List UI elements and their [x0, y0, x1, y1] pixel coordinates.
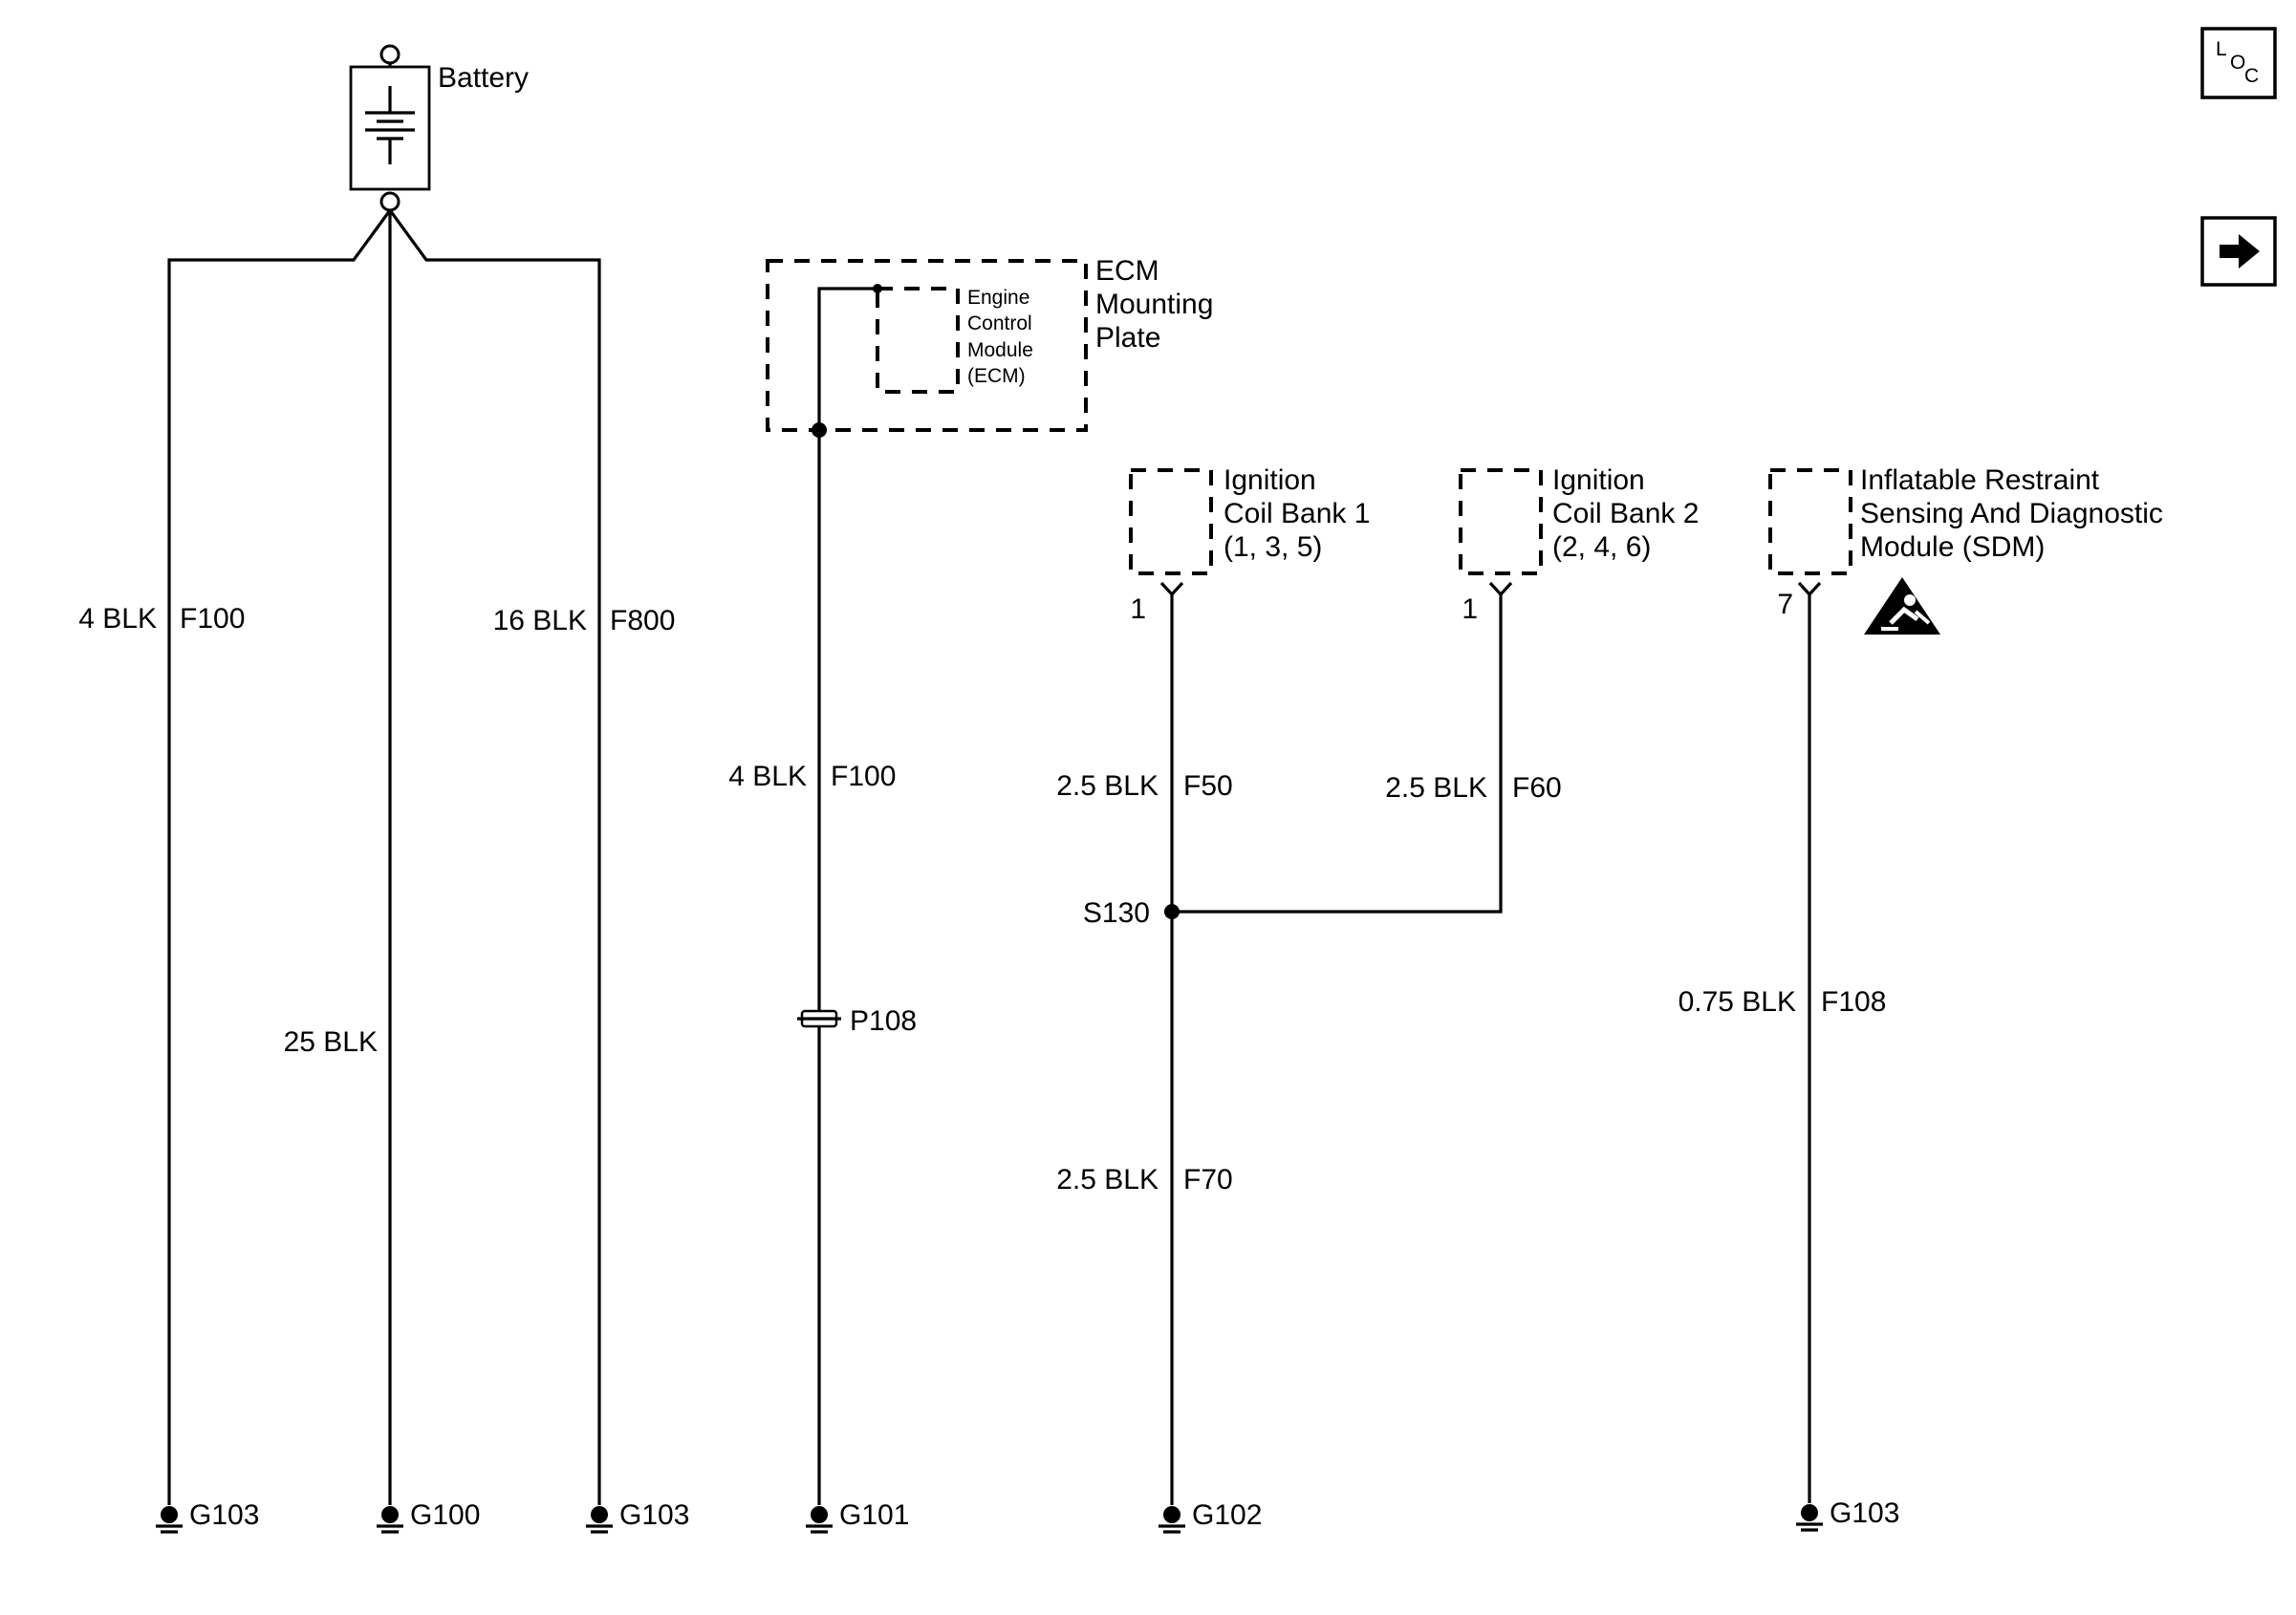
wire-gauge-label: 2.5 BLK [1385, 772, 1487, 804]
pin-number: 1 [1130, 593, 1146, 625]
location-icon[interactable]: L O C [2200, 27, 2277, 99]
wire-gauge-label: 0.75 BLK [1679, 986, 1796, 1018]
inline-connector-p108 [797, 1009, 841, 1505]
ecm-module-label-line: Module [967, 339, 1033, 361]
ground-label: G103 [619, 1499, 689, 1531]
ecm-mounting-plate-outline [766, 259, 1088, 432]
ground-label: G103 [1830, 1497, 1899, 1529]
ecm-module-outline [876, 287, 960, 394]
wire-f800 [388, 209, 601, 1505]
circuit-label: F800 [610, 605, 675, 636]
loc-letter: L [2216, 38, 2227, 60]
circuit-label: F70 [1183, 1164, 1233, 1195]
ground-label: G101 [839, 1499, 909, 1531]
ground-label: G102 [1192, 1499, 1262, 1531]
loc-letter: O [2230, 52, 2245, 74]
arrow-right-icon[interactable] [2200, 216, 2277, 287]
airbag-warning-icon [1864, 577, 1940, 635]
sdm-label-line: Module (SDM) [1860, 531, 2045, 563]
coil-bank-2-label-line: Coil Bank 2 [1552, 498, 1699, 529]
loc-letter: C [2244, 65, 2259, 87]
sdm-label-line: Inflatable Restraint [1860, 464, 2100, 496]
battery-label: Battery [438, 62, 529, 94]
ground-label: G100 [410, 1499, 480, 1531]
coil-bank-2-outline [1459, 468, 1543, 575]
ecm-plate-label-line: Mounting [1095, 289, 1213, 320]
circuit-label: F60 [1512, 772, 1562, 804]
splice-label: S130 [1083, 897, 1150, 929]
ecm-plate-label-line: Plate [1095, 322, 1160, 354]
ground-symbol [1159, 1506, 1185, 1534]
coil-bank-1-outline [1129, 468, 1213, 575]
coil-bank-1-label-line: Ignition [1224, 464, 1316, 496]
coil-bank-2-label-line: (2, 4, 6) [1552, 531, 1651, 563]
wire-gauge-label: 2.5 BLK [1056, 1164, 1159, 1195]
wire-gauge-label: 16 BLK [493, 605, 587, 636]
ecm-module-label-line: Engine [967, 287, 1029, 309]
circuit-label: F100 [180, 603, 245, 635]
connector-label: P108 [850, 1005, 917, 1037]
ecm-plate-label-line: ECM [1095, 255, 1159, 287]
coil-bank-2-label-line: Ignition [1552, 464, 1645, 496]
wire-f100-ecm [817, 287, 877, 1011]
wire-gauge-label: 4 BLK [728, 761, 807, 792]
circuit-label: F100 [831, 761, 896, 792]
battery-symbol [349, 44, 431, 212]
pin-number: 1 [1462, 593, 1478, 625]
pin-number: 7 [1777, 589, 1793, 620]
terminal-symbol [1488, 581, 1513, 597]
ground-symbol [1796, 1504, 1823, 1532]
ecm-module-label-line: (ECM) [967, 365, 1026, 387]
ground-symbol [156, 1506, 183, 1534]
coil-bank-1-label-line: (1, 3, 5) [1224, 531, 1322, 563]
wire-gauge-label: 4 BLK [78, 603, 157, 635]
coil-bank-1-label-line: Coil Bank 1 [1224, 498, 1370, 529]
sdm-label-line: Sensing And Diagnostic [1860, 498, 2163, 529]
wire-f60 [1172, 594, 1503, 914]
terminal-symbol [1797, 581, 1822, 597]
wire-gauge-label: 2.5 BLK [1056, 770, 1159, 802]
ground-symbol [806, 1506, 833, 1534]
wire-gauge-label: 25 BLK [284, 1026, 378, 1058]
ecm-module-label-line: Control [967, 312, 1032, 334]
ground-symbol [586, 1506, 613, 1534]
ground-label: G103 [189, 1499, 259, 1531]
splice-s130-dot [1164, 904, 1180, 919]
sdm-outline [1768, 468, 1852, 575]
plate-junction-dot [812, 422, 827, 438]
ground-symbol [377, 1506, 403, 1534]
terminal-symbol [1159, 581, 1184, 597]
circuit-label: F50 [1183, 770, 1233, 802]
circuit-label: F108 [1821, 986, 1886, 1018]
wire-f100-left [167, 209, 392, 1505]
